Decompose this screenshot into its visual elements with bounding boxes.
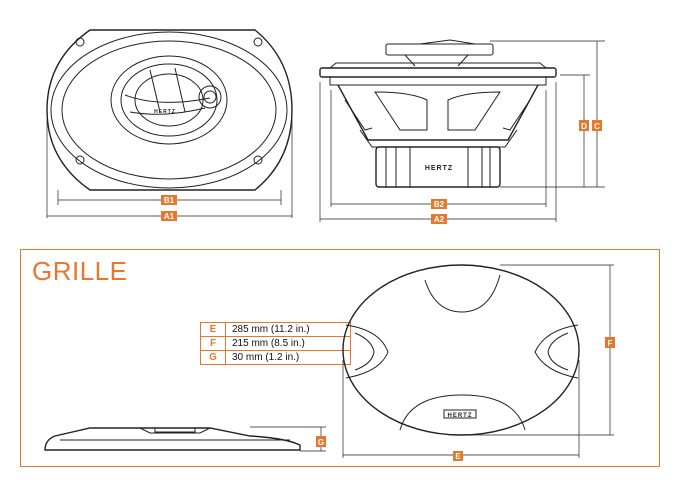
dimension-label-e: E (455, 452, 461, 461)
grille-side-view: G (44, 426, 326, 452)
dimension-badge-c (592, 120, 602, 131)
spec-value: 30 mm (1.2 in.) (225, 350, 351, 365)
dimension-label-c: C (594, 122, 600, 131)
dimension-label-d: D (581, 122, 587, 131)
grille-section-frame (20, 249, 660, 467)
grille-front-view: HERTZ F E (342, 264, 615, 461)
dimension-label-f: F (608, 339, 613, 348)
dimension-badge-b2 (431, 199, 447, 209)
speaker-top-view: HERTZ B1 A1 (46, 29, 293, 221)
dimension-badge-e (453, 451, 463, 461)
dimension-label-b1: B1 (164, 196, 175, 205)
brand-logo: HERTZ (154, 109, 176, 115)
dimension-badge-a2 (431, 214, 447, 224)
dimension-badge-d (579, 120, 589, 131)
dimension-label-a2: A2 (434, 215, 445, 224)
dimension-badge-a1 (161, 211, 177, 221)
brand-logo: HERTZ (425, 165, 453, 172)
brand-logo: HERTZ (448, 413, 473, 419)
dimension-badge-g (316, 436, 326, 447)
dimension-badge-f (605, 337, 615, 348)
dimension-label-b2: B2 (434, 200, 445, 209)
dimension-label-a1: A1 (164, 212, 175, 221)
dimension-badge-b1 (161, 195, 177, 205)
grille-title: GRILLE (32, 256, 128, 286)
speaker-side-view: HERTZ B2 A2 D C (319, 39, 605, 224)
dimension-label-g: G (318, 438, 324, 447)
